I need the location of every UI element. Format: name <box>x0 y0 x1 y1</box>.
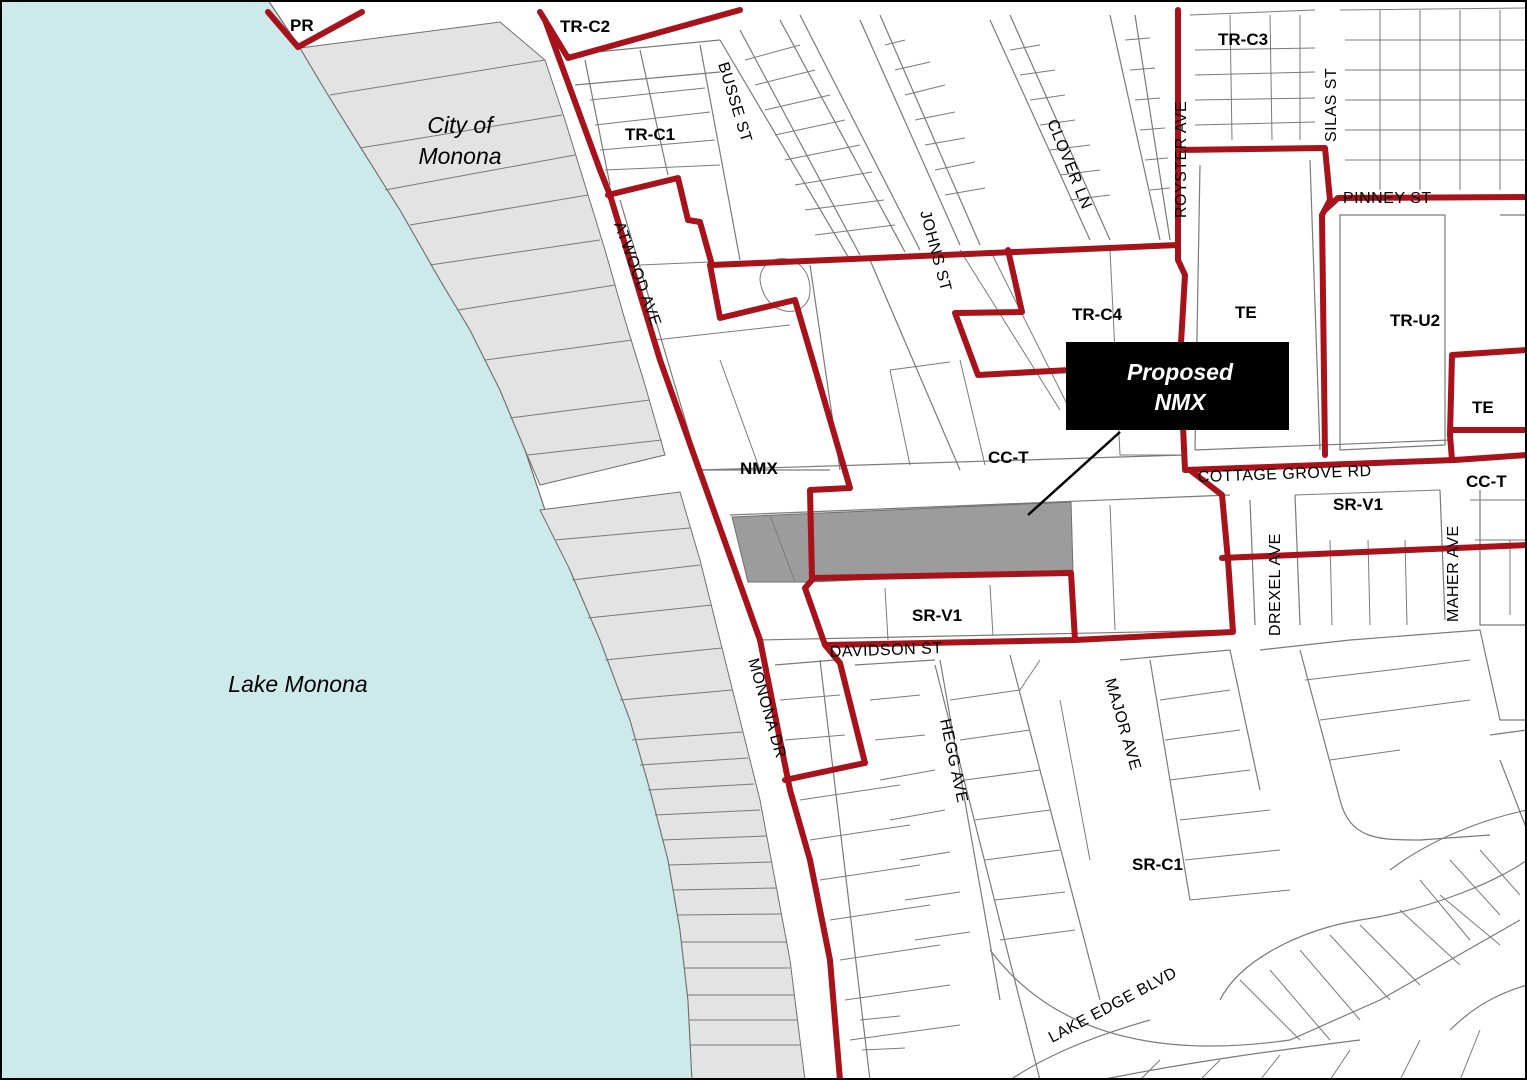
zoning-boundaries <box>265 7 1527 1080</box>
zone-label-tr-c2: TR-C2 <box>560 17 610 36</box>
zone-label-sr-c1: SR-C1 <box>1132 855 1183 874</box>
zone-label-te-2: TE <box>1472 398 1494 417</box>
street-label-davidson: DAVIDSON ST <box>830 640 943 661</box>
zone-label-cc-t-1: CC-T <box>988 448 1029 467</box>
callout-line1: Proposed <box>1127 359 1234 385</box>
street-label-lake-edge: LAKE EDGE BLVD <box>1046 964 1180 1046</box>
zone-label-te-1: TE <box>1235 303 1257 322</box>
lake-label: Lake Monona <box>228 671 367 697</box>
street-label-cottage-grove: COTTAGE GROVE RD <box>1198 463 1372 486</box>
zone-label-nmx: NMX <box>740 459 778 478</box>
street-label-johns: JOHNS ST <box>916 209 954 294</box>
zone-label-tr-u2: TR-U2 <box>1390 311 1440 330</box>
zone-label-tr-c1: TR-C1 <box>625 125 675 144</box>
zone-label-pr: PR <box>290 16 314 35</box>
street-label-hegg: HEGG AVE <box>936 717 970 804</box>
city-label-line1: City of <box>427 112 495 138</box>
parcel-lines <box>564 7 1527 1080</box>
street-label-clover: CLOVER LN <box>1043 117 1094 212</box>
city-label-line2: Monona <box>418 143 501 169</box>
street-label-royster: ROYSTER AVE <box>1173 101 1190 218</box>
proposed-nmx-site <box>731 501 1074 583</box>
zone-label-sr-v1-2: SR-V1 <box>912 606 962 625</box>
monona-parcels <box>299 21 806 1080</box>
zone-label-tr-c4: TR-C4 <box>1072 305 1123 324</box>
callout-leader-line <box>1027 431 1121 516</box>
street-label-pinney: PINNEY ST <box>1343 190 1432 207</box>
street-label-drexel: DREXEL AVE <box>1267 533 1284 636</box>
zone-label-sr-v1-1: SR-V1 <box>1333 495 1383 514</box>
street-label-busse: BUSSE ST <box>714 60 755 144</box>
street-label-maher: MAHER AVE <box>1445 525 1462 622</box>
zone-label-tr-c3: TR-C3 <box>1218 30 1268 49</box>
callout-line2: NMX <box>1154 389 1207 415</box>
street-label-major: MAJOR AVE <box>1101 676 1143 772</box>
zone-label-cc-t-2: CC-T <box>1466 472 1507 491</box>
street-label-silas: SILAS ST <box>1323 68 1340 142</box>
proposed-nmx-callout-box <box>1066 342 1289 430</box>
